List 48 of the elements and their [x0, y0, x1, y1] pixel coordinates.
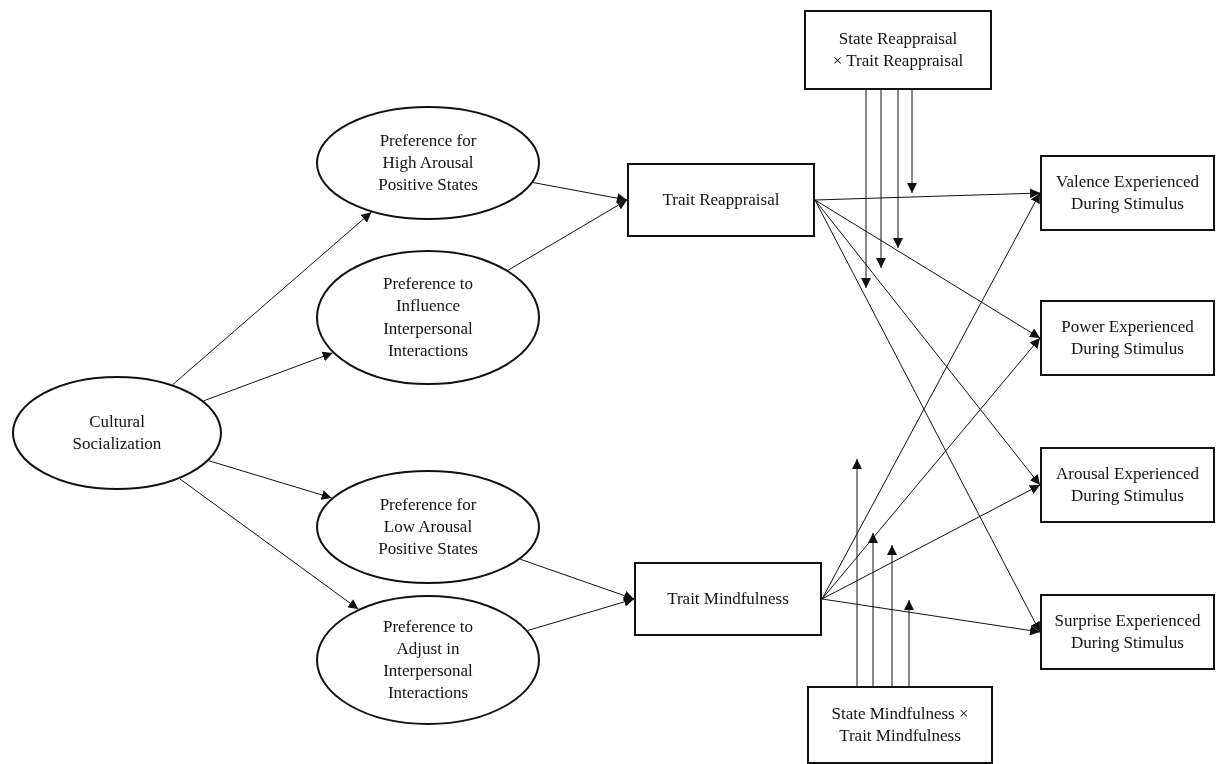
arrow — [893, 89, 903, 249]
process-box — [627, 163, 815, 237]
arrow — [821, 484, 1041, 600]
process-box — [807, 686, 993, 764]
arrow — [907, 89, 917, 194]
arrow — [203, 351, 334, 402]
arrow — [904, 599, 914, 687]
process-box — [1040, 155, 1215, 231]
process-box — [1040, 447, 1215, 523]
arrow — [876, 89, 886, 269]
arrow — [868, 532, 878, 687]
node-label: Preference for Low Arousal Positive States — [377, 493, 479, 561]
node-label: Preference for High Arousal Positive States — [377, 129, 479, 197]
arrow — [814, 188, 1041, 201]
node-label: Trait Mindfulness — [666, 587, 790, 610]
arrow — [527, 597, 635, 631]
arrow — [852, 458, 862, 687]
node-label: Arousal Experienced During Stimulus — [1055, 462, 1200, 507]
ellipse-node — [316, 250, 540, 385]
ellipse-node — [316, 595, 540, 725]
node-label: State Reappraisal × Trait Reappraisal — [832, 27, 964, 72]
arrow — [821, 337, 1041, 600]
arrow — [519, 558, 635, 601]
arrow — [814, 199, 1041, 339]
ellipse-node — [12, 376, 222, 490]
node-label: Surprise Experienced During Stimulus — [1053, 609, 1202, 654]
node-label: State Mindfulness × Trait Mindfulness — [830, 702, 970, 747]
node-label: Preference to Influence Interpersonal Interactions — [381, 273, 475, 362]
process-box — [1040, 300, 1215, 376]
node-label: Valence Experienced During Stimulus — [1055, 170, 1200, 215]
node-label: Cultural Socialization — [71, 410, 163, 455]
arrow — [887, 544, 897, 687]
process-box — [1040, 594, 1215, 670]
ellipse-node — [316, 106, 540, 220]
node-label: Power Experienced During Stimulus — [1060, 315, 1195, 360]
ellipse-node — [316, 470, 540, 584]
arrow — [172, 211, 372, 386]
node-label: Trait Reappraisal — [661, 188, 781, 211]
arrow — [507, 199, 628, 271]
arrow — [208, 460, 333, 500]
arrow — [861, 89, 871, 289]
arrow — [179, 478, 359, 610]
arrow — [814, 199, 1041, 486]
process-box — [634, 562, 822, 636]
process-box — [804, 10, 992, 90]
node-label: Preference to Adjust in Interpersonal Interactions — [381, 615, 475, 705]
arrow — [532, 182, 628, 204]
arrow — [821, 598, 1041, 636]
